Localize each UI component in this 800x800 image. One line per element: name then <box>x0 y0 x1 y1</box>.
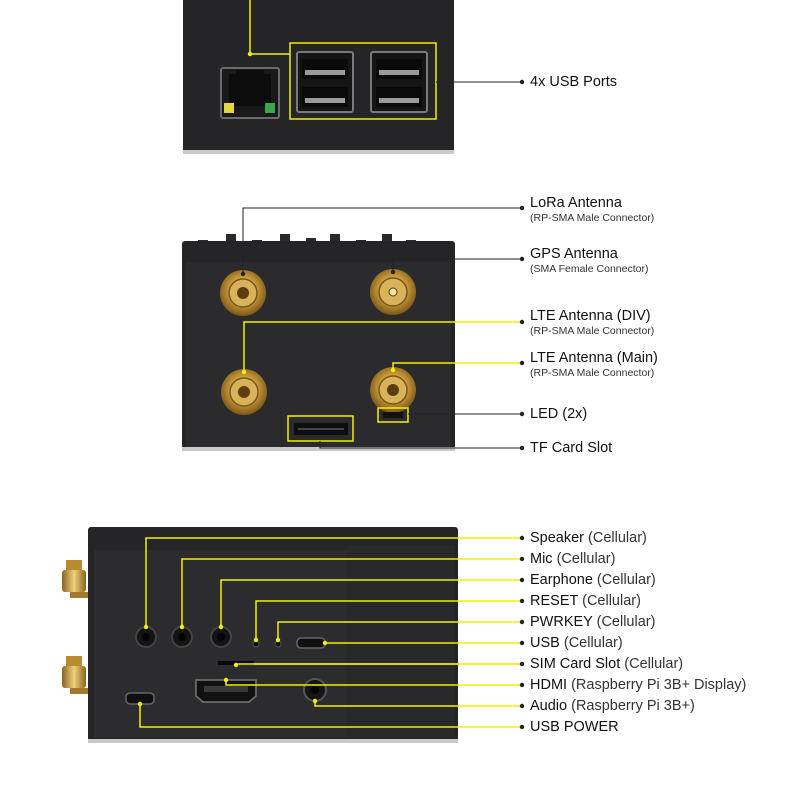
tf-card-leader <box>319 441 522 449</box>
label-sim-card-slot: SIM Card Slot (Cellular) <box>530 656 684 672</box>
speaker-jack-icon <box>135 626 157 648</box>
earphone-jack-icon <box>210 626 232 648</box>
lte-div-antenna-leader <box>243 321 522 372</box>
label-led: LED (2x) <box>530 406 588 422</box>
lora-antenna-connector-icon <box>220 270 266 316</box>
gps-antenna-leader <box>392 258 522 272</box>
mic-leader <box>181 558 522 627</box>
label-tf-card-slot: TF Card Slot <box>530 440 613 456</box>
label-hdmi: HDMI (Raspberry Pi 3B+ Display) <box>530 677 747 693</box>
audio-jack-icon <box>303 678 327 702</box>
label-cellular-usb: USB (Cellular) <box>530 635 623 651</box>
label-earphone: Earphone (Cellular) <box>530 572 656 588</box>
label-lte-div-antenna: LTE Antenna (DIV) (RP-SMA Male Connector… <box>530 308 655 337</box>
usb-port-pair-right-icon <box>370 51 428 113</box>
lora-antenna-leader <box>242 207 522 274</box>
case-bottom-edge <box>183 150 454 154</box>
usb-ports-highlight <box>289 42 437 120</box>
gps-antenna-connector-icon <box>370 269 416 315</box>
device-top-view <box>183 0 525 154</box>
lte-main-antenna-leader <box>392 362 522 370</box>
label-lte-main-antenna: LTE Antenna (Main) (RP-SMA Male Connecto… <box>530 350 658 379</box>
reset-leader <box>255 600 522 640</box>
earphone-leader <box>220 579 522 627</box>
lte-main-antenna-connector-icon <box>370 367 416 413</box>
usb-port-pair-left-icon <box>296 51 354 113</box>
led-window-icon <box>383 412 403 418</box>
label-gps-antenna: GPS Antenna (SMA Female Connector) <box>530 246 649 275</box>
pwrkey-leader <box>277 621 522 640</box>
device-side-view <box>182 205 525 451</box>
label-audio: Audio (Raspberry Pi 3B+) <box>530 698 695 714</box>
ethernet-port-icon <box>220 67 280 119</box>
device-front-view <box>62 527 525 743</box>
label-speaker: Speaker (Cellular) <box>530 530 647 546</box>
label-reset: RESET (Cellular) <box>530 593 641 609</box>
speaker-leader <box>145 537 522 627</box>
label-lora-antenna: LoRa Antenna (RP-SMA Male Connector) <box>530 195 655 224</box>
lte-div-antenna-connector-icon <box>221 369 267 415</box>
side-antenna-lower-icon <box>62 656 90 694</box>
label-mic: Mic (Cellular) <box>530 551 616 567</box>
mic-jack-icon <box>171 626 193 648</box>
cellular-usb-port-icon <box>296 637 326 649</box>
leader-dots <box>137 624 328 707</box>
label-usb-power: USB POWER <box>530 719 619 735</box>
side-antenna-upper-icon <box>62 560 90 598</box>
label-usb-ports: 4x USB Ports <box>530 74 618 90</box>
label-pwrkey: PWRKEY (Cellular) <box>530 614 656 630</box>
led-highlight <box>377 407 409 423</box>
usb-power-leader <box>139 704 522 728</box>
